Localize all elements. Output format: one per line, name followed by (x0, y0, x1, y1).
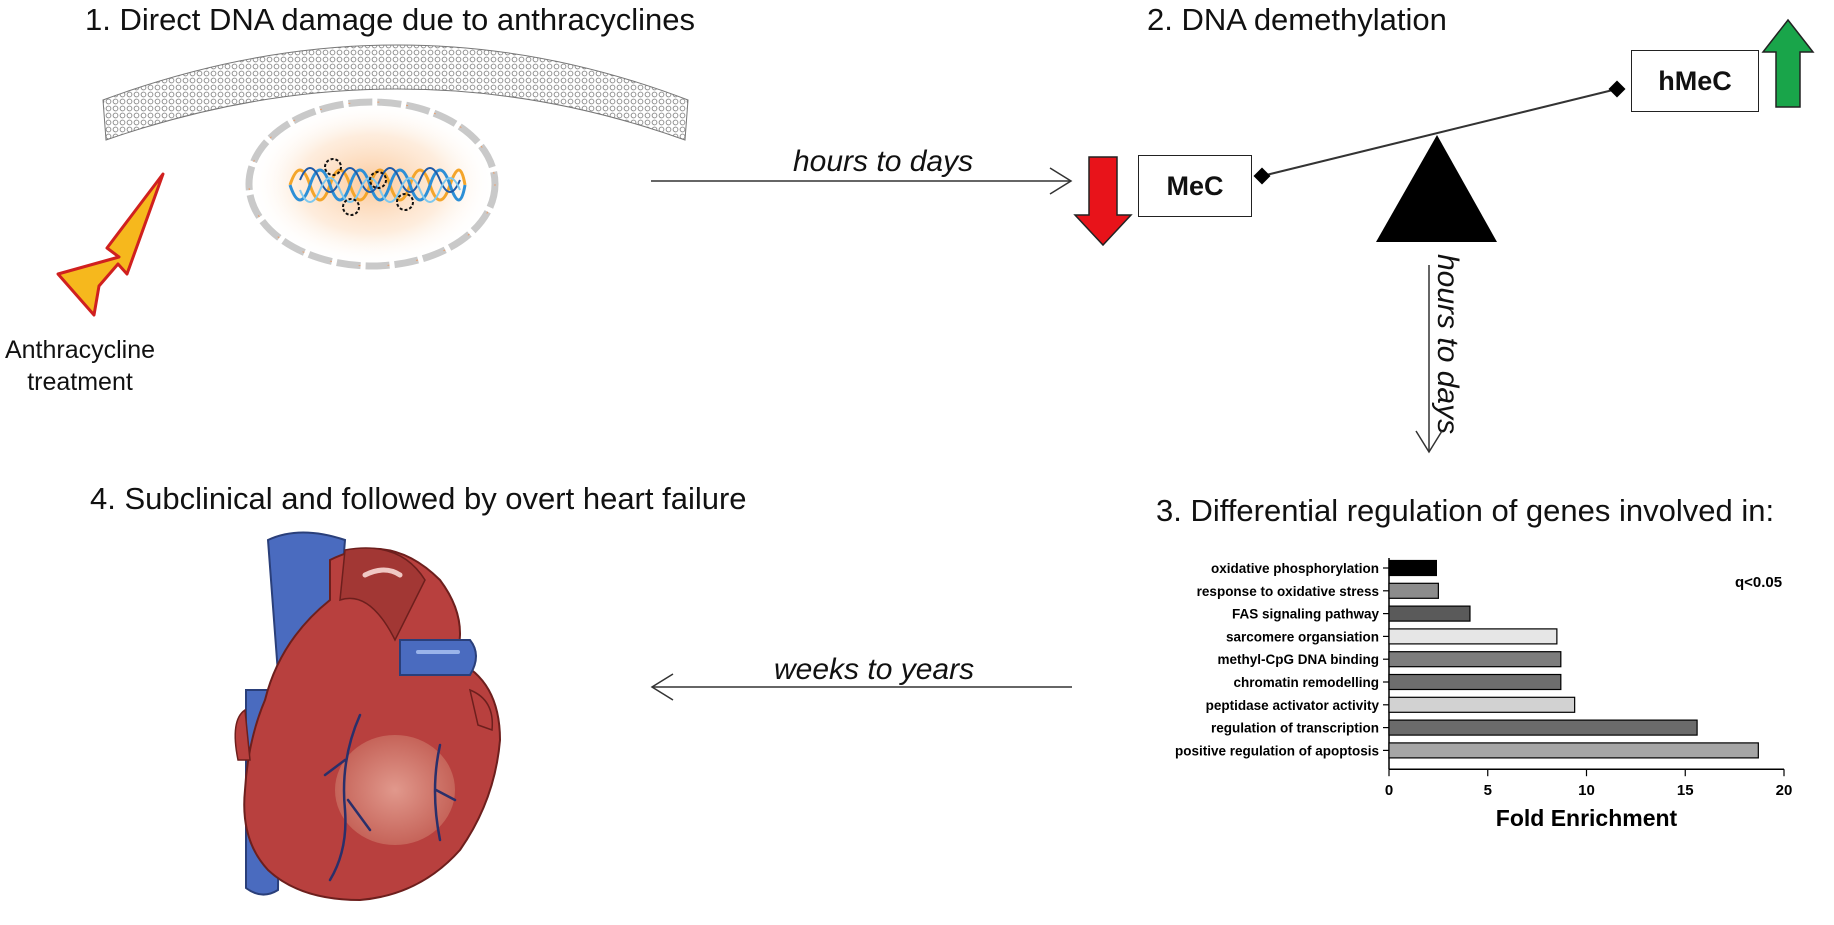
chart-bar (1388, 742, 1759, 759)
mec-box: MeC (1138, 155, 1252, 217)
chart-bar (1388, 582, 1439, 599)
chart-category-label: methyl-CpG DNA binding (1218, 652, 1380, 667)
chart-bar (1388, 559, 1438, 577)
chart-category-label: FAS signaling pathway (1232, 607, 1380, 622)
chart-x-tick-label: 5 (1484, 782, 1492, 799)
chart-category-label: sarcomere organsiation (1226, 629, 1379, 644)
arrow-step2-to-step3 (1415, 265, 1443, 454)
chart-bar (1388, 673, 1562, 691)
chart-category-label: positive regulation of apoptosis (1175, 743, 1379, 758)
fold-enrichment-chart: oxidative phosphorylation response to oxi… (1175, 558, 1792, 831)
heart-illustration (234, 531, 502, 902)
step3-title: 3. Differential regulation of genes invo… (1156, 493, 1775, 528)
balance-scale (1253, 80, 1626, 242)
chart-category-label: chromatin remodelling (1233, 675, 1379, 690)
chart-bar (1388, 719, 1698, 736)
chart-bar (1388, 696, 1576, 713)
arrow1-label: hours to days (793, 145, 974, 178)
chart-bar (1388, 651, 1562, 668)
cell-membrane (102, 44, 689, 141)
anthracycline-molecules (324, 158, 414, 216)
step4-title: 4. Subclinical and followed by overt hea… (90, 481, 747, 516)
decrease-arrow-icon (1073, 156, 1133, 247)
chart-x-tick-label: 15 (1677, 782, 1694, 799)
chart-bar (1388, 605, 1471, 622)
arrow-step3-to-step4 (650, 673, 1072, 701)
chart-bar (1388, 628, 1558, 645)
treatment-label: Anthracycline treatment (4, 336, 156, 396)
chart-x-tick-label: 20 (1776, 782, 1793, 799)
chart-x-tick-label: 0 (1385, 782, 1393, 799)
hmec-box: hMeC (1631, 50, 1759, 112)
chart-category-label: response to oxidative stress (1197, 584, 1379, 599)
step1-title: 1. Direct DNA damage due to anthracyclin… (85, 2, 695, 37)
chart-category-label: regulation of transcription (1211, 721, 1379, 736)
arrow-step1-to-step2 (651, 167, 1073, 195)
increase-arrow-icon (1761, 18, 1815, 108)
chart-category-label: peptidase activator activity (1206, 698, 1380, 713)
chart-significance-annotation: q<0.05 (1735, 574, 1782, 591)
chart-x-tick-label: 10 (1578, 782, 1595, 799)
fulcrum-triangle (1376, 135, 1497, 242)
dna-helix (288, 167, 467, 203)
step2-title: 2. DNA demethylation (1147, 2, 1447, 37)
arrow3-label: weeks to years (774, 653, 975, 686)
lightning-bolt-icon (56, 172, 165, 317)
chart-x-axis-label: Fold Enrichment (1496, 805, 1678, 831)
chart-category-label: oxidative phosphorylation (1211, 561, 1379, 576)
